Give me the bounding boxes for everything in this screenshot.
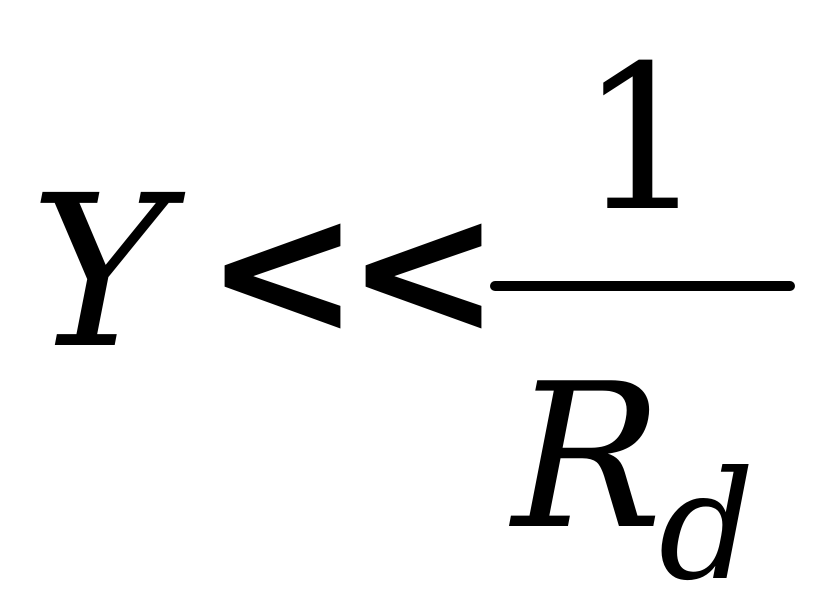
- much-less-than-relation: <<: [205, 162, 501, 378]
- fraction-bar: [490, 281, 795, 291]
- fraction-numerator: 1: [578, 23, 707, 256]
- formula-lhs: Y: [30, 150, 169, 395]
- denominator-symbol: R: [512, 341, 663, 574]
- fraction: 1 Rd: [490, 23, 795, 603]
- fraction-denominator: Rd: [512, 358, 755, 603]
- denominator-subscript: d: [658, 440, 755, 614]
